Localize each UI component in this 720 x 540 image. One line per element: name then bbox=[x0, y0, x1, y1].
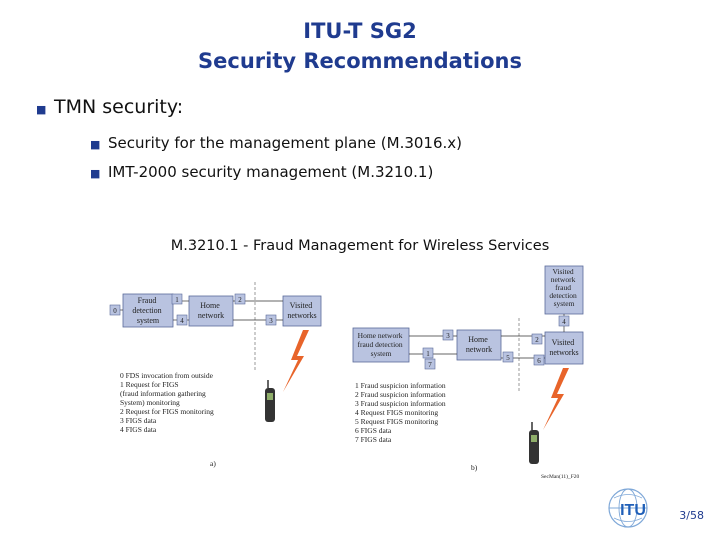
bullet-main: ■ TMN security: bbox=[36, 96, 183, 118]
b-step-box bbox=[533, 354, 545, 366]
sub-bullet-2-text: IMT-2000 security management (M.3210.1) bbox=[108, 163, 434, 181]
fraud-management-diagram: Fraud detection system Home network Visi… bbox=[109, 265, 584, 480]
sub-bullet-1-text: Security for the management plane (M.301… bbox=[108, 134, 463, 152]
b-step-box bbox=[422, 347, 434, 359]
b-step-number: 6 bbox=[537, 357, 541, 365]
b-step-number: 5 bbox=[506, 354, 510, 362]
b-home-label: Home network bbox=[466, 335, 492, 354]
a-step-number: 1 bbox=[175, 296, 179, 304]
slide-title-line1: ITU-T SG2 bbox=[303, 19, 417, 43]
b-step-box bbox=[424, 358, 436, 370]
a-step-box bbox=[176, 314, 188, 326]
b-home-fds-label: Home network fraud detection system bbox=[357, 331, 404, 358]
b-step-number: 1 bbox=[426, 350, 430, 358]
bullet-square-icon: ■ bbox=[90, 138, 101, 151]
sub-bullet-2: ■ IMT-2000 security management (M.3210.1) bbox=[90, 163, 433, 181]
slide-title-line2: Security Recommendations bbox=[198, 49, 522, 73]
a-step-number: 4 bbox=[180, 317, 184, 325]
figure-id: SecMan(11)_F20 bbox=[541, 473, 580, 480]
a-home-label: Home network bbox=[198, 301, 224, 320]
b-step-number: 4 bbox=[562, 318, 566, 326]
b-visited-label: Visited networks bbox=[549, 338, 578, 357]
b-step-box bbox=[531, 333, 543, 345]
itu-logo-icon: ITU bbox=[608, 488, 648, 528]
a-radio-link-icon bbox=[283, 330, 309, 392]
a-step-number: 0 bbox=[113, 307, 117, 315]
a-visited-networks-box bbox=[282, 295, 322, 327]
page-number: 3/58 bbox=[679, 509, 704, 522]
b-step-number: 7 bbox=[428, 361, 432, 369]
itu-logo-text: ITU bbox=[620, 502, 646, 519]
sub-bullet-1: ■ Security for the management plane (M.30… bbox=[90, 134, 462, 152]
bullet-main-text: TMN security: bbox=[54, 96, 184, 118]
a-fds-label: Fraud detection system bbox=[132, 296, 163, 325]
a-fds-box bbox=[122, 293, 174, 328]
b-visited-fds-label: Visited network fraud detection system bbox=[549, 267, 578, 308]
a-step-box bbox=[265, 314, 277, 326]
b-step-number: 3 bbox=[446, 332, 450, 340]
bullet-square-icon: ■ bbox=[36, 103, 47, 116]
a-step-number: 2 bbox=[238, 296, 242, 304]
b-figure-label: b) bbox=[471, 463, 478, 472]
a-step-box bbox=[234, 293, 246, 305]
figure-caption: M.3210.1 - Fraud Management for Wireless… bbox=[170, 238, 550, 254]
b-step-box bbox=[442, 329, 454, 341]
a-visited-label: Visited networks bbox=[287, 301, 316, 320]
b-home-fds-box bbox=[352, 327, 410, 363]
a-step-box bbox=[171, 293, 183, 305]
b-step-number: 2 bbox=[535, 336, 539, 344]
b-radio-link-icon bbox=[543, 368, 569, 430]
bullet-square-icon: ■ bbox=[90, 167, 101, 180]
b-step-box bbox=[502, 351, 514, 363]
b-home-network-box bbox=[456, 329, 502, 361]
b-legend: 1 Fraud suspicion information 2 Fraud su… bbox=[355, 381, 448, 444]
a-home-network-box bbox=[188, 295, 234, 327]
a-figure-label: a) bbox=[210, 459, 216, 468]
a-step-number: 3 bbox=[269, 317, 273, 325]
b-step-box bbox=[558, 315, 570, 327]
a-legend: 0 FDS invocation from outside 1 Request … bbox=[120, 371, 216, 434]
a-step-box bbox=[109, 304, 121, 316]
